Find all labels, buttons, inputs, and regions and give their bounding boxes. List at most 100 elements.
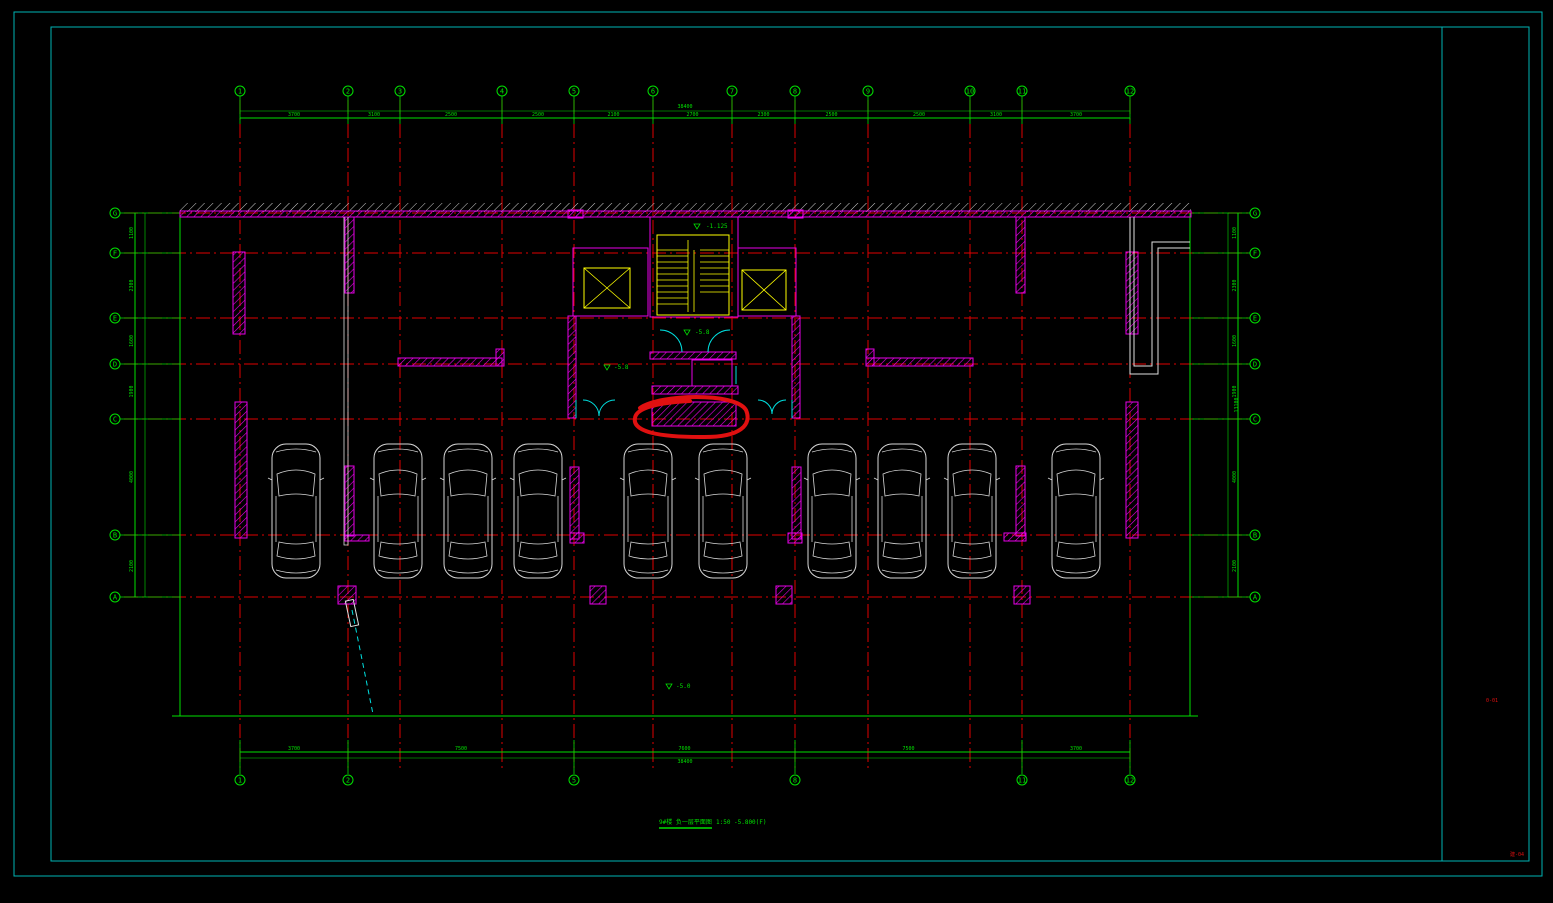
retaining-wall-hatch [180,203,1191,212]
grid-bubble-left: C [113,416,117,424]
side-dim: 1600 [129,335,135,347]
grid-bubble-bottom: 1 [238,777,242,785]
retaining-wall [179,210,1192,218]
side-total-dim: 13100 [1234,397,1240,412]
wall-segment [567,209,584,219]
bottom-dim: 3700 [1070,746,1082,752]
bottom-dim: 3700 [288,746,300,752]
wall-segment [1015,465,1026,537]
wall-segment [397,357,503,367]
wall-segment [865,348,875,367]
grid-bubble-top: 4 [500,88,504,96]
grid-bubble-top: 8 [793,88,797,96]
top-dim: 2500 [913,112,925,118]
wall-segment [1125,401,1139,539]
side-dim: 4000 [129,471,135,483]
top-dim: 3700 [288,112,300,118]
grid-bubble-right: C [1253,416,1257,424]
grid-bubble-right: G [1253,210,1257,218]
wall-segment [1013,585,1031,605]
stair-level-label: -1.125 [706,223,728,230]
wall-segment [344,216,355,294]
parked-car [619,443,677,579]
top-dim: 3100 [990,112,1002,118]
walls-layer [232,209,1139,605]
parking-cars [267,443,1105,579]
grid-bubble-bottom: 8 [793,777,797,785]
wall-segment [791,466,802,540]
side-dim: 1900 [1232,385,1238,397]
wall-segment [775,585,793,605]
wall-segment [787,532,803,544]
bottom-dim: 7500 [902,746,914,752]
right-shaft [1129,217,1190,375]
drawing-title-text: 9#楼 负一层平面图 [659,818,712,826]
drawing-level-text: -5.800(F) [734,819,767,826]
grid-bubble-top: 1 [238,88,242,96]
wall-segment [569,532,585,544]
drawing-title: 9#楼 负一层平面图 1:50 -5.800(F) [659,818,767,829]
parked-car [509,443,567,579]
bottom-dim: 7500 [455,746,467,752]
grid-bubble-left: F [113,250,117,258]
parked-car [803,443,861,579]
grid-bubble-top: 3 [398,88,402,96]
parked-car [873,443,931,579]
wall-segment [495,348,505,367]
wall-segment [344,465,355,537]
grid-bubble-bottom: 12 [1126,777,1134,785]
grid-bubble-right: E [1253,315,1257,323]
grid-bubble-bottom: 5 [572,777,576,785]
side-dim: 1100 [129,227,135,239]
inner-frame [50,26,1530,862]
grid-bubble-top: 10 [966,88,974,96]
top-dim: 2700 [686,112,698,118]
side-dim: 2300 [129,279,135,291]
wall-segment [787,209,804,219]
sheet-number-text: 0-01 [1486,698,1498,704]
grid-bubble-right: D [1253,361,1257,369]
grid-bubble-bottom: 11 [1018,777,1026,785]
grid-bubble-top: 9 [866,88,870,96]
grid-bubble-top: 11 [1018,88,1026,96]
grid-bubble-left: D [113,361,117,369]
wall-segment [1125,251,1139,335]
wall-segment [1015,216,1026,294]
side-dim: 1900 [129,385,135,397]
grid-bubble-top: 5 [572,88,576,96]
grid-bubble-right: F [1253,250,1257,258]
highlight-circle[interactable] [632,395,750,440]
grid-bubble-left: E [113,315,117,323]
top-overall-dim: 38400 [677,104,692,110]
top-dim: 3700 [1070,112,1082,118]
sheet-code-text: 建-04 [1510,851,1524,858]
top-dim: 2300 [757,112,769,118]
garage-level-label: -5.0 [676,683,691,690]
wall-segment [344,534,370,542]
side-dim: 4000 [1232,471,1238,483]
grid-bubble-left: A [113,594,118,602]
wall-segment [589,585,607,605]
grid-bubble-right: A [1253,594,1258,602]
top-dim: 2500 [532,112,544,118]
top-dim: 3100 [368,112,380,118]
parked-car [694,443,752,579]
grid-bubble-top: 7 [730,88,734,96]
grid-bubble-bottom: 2 [346,777,350,785]
top-dim: 2500 [445,112,457,118]
parked-car [439,443,497,579]
top-dim: 2100 [607,112,619,118]
parked-car [1047,443,1105,579]
grid-bubble-left: G [113,210,117,218]
wall-segment [234,401,248,539]
outer-frame [13,11,1543,877]
level-markers: -1.125 -5.8 -5.8 -5.0 [603,223,728,690]
grid-bubble-left: B [113,532,117,540]
parked-car [267,443,325,579]
parked-car [943,443,1001,579]
grid-bubble-top: 6 [651,88,655,96]
parked-car [369,443,427,579]
